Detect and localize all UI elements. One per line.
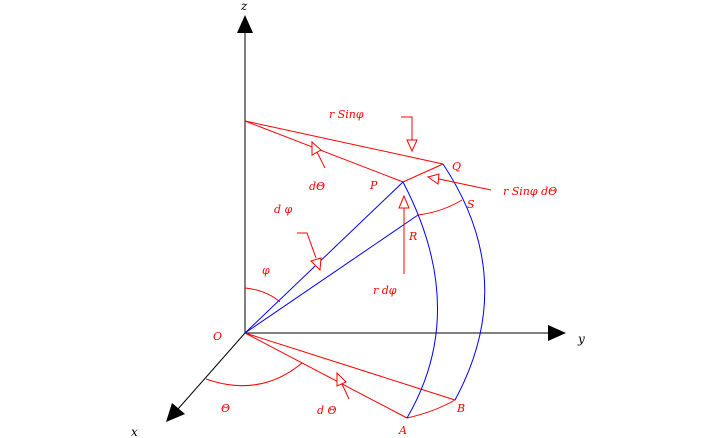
- r-sin-phi-dtheta-label: r Sinφ dΘ: [503, 185, 557, 198]
- r-sin-phi-label: r Sinφ: [329, 108, 364, 121]
- theta-label: Θ: [221, 402, 230, 415]
- O-to-B-line: [244, 332, 456, 401]
- r-sin-phi-arrowhead: [406, 139, 418, 153]
- x-axis-label: x: [131, 425, 138, 438]
- point-S-label: S: [467, 198, 475, 211]
- z-to-Q-line: [244, 120, 444, 165]
- point-R-label: R: [408, 230, 417, 243]
- upper-dtheta-leader: [316, 151, 326, 169]
- r-sin-phi-dtheta-arrowhead: [426, 173, 440, 185]
- lower-dtheta-label: d Θ: [317, 404, 337, 417]
- axes: [166, 15, 566, 422]
- dphi-label: d φ: [274, 203, 293, 216]
- P-to-Q-chord: [402, 163, 444, 183]
- lower-dtheta-arrowhead: [336, 371, 347, 387]
- theta-angle-arc: [205, 362, 303, 387]
- upper-dtheta-arrowhead: [311, 140, 322, 156]
- r-sin-phi-leader: [401, 116, 413, 140]
- point-A-label: A: [398, 424, 407, 437]
- y-axis-arrowhead: [548, 325, 566, 341]
- y-axis-label: y: [577, 332, 585, 346]
- dphi-leader: [297, 232, 317, 259]
- lower-dtheta-leader: [341, 383, 350, 400]
- phi-label: φ: [262, 264, 270, 277]
- r-dphi-label: r dφ: [373, 284, 397, 297]
- point-Q-label: Q: [452, 160, 461, 173]
- R-to-S-arc: [417, 199, 463, 216]
- A-to-B-arc: [406, 399, 456, 419]
- Q-to-B-meridian-arc: [442, 163, 486, 401]
- r-dphi-arrowhead: [398, 194, 410, 209]
- r-sin-phi-dtheta-leader: [438, 178, 492, 191]
- phi-angle-arc: [244, 287, 281, 303]
- upper-dtheta-label: dΘ: [309, 180, 325, 193]
- annotation-pointers: [297, 116, 492, 400]
- O-to-P-radius: [244, 181, 404, 334]
- P-to-A-meridian-arc: [402, 181, 439, 419]
- dphi-arrowhead: [310, 257, 322, 272]
- O-to-A-line: [244, 332, 408, 419]
- construction-lines: [205, 120, 463, 419]
- x-axis: [177, 332, 246, 410]
- z-axis-label: z: [240, 0, 248, 13]
- point-B-label: B: [456, 402, 465, 415]
- O-to-R-radius: [244, 214, 419, 334]
- point-P-label: P: [369, 179, 378, 192]
- z-to-P-line: [244, 120, 404, 183]
- origin-label: O: [213, 330, 222, 343]
- z-axis-arrowhead: [237, 15, 253, 33]
- x-axis-arrowhead: [166, 403, 185, 422]
- radius-and-arcs: [244, 163, 486, 419]
